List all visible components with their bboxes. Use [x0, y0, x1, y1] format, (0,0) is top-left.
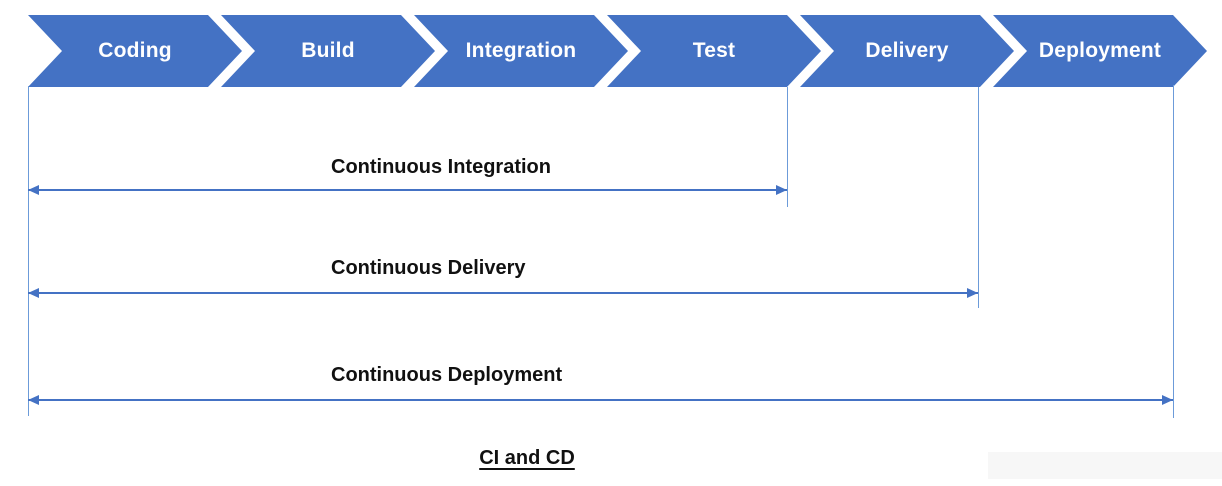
span-arrow-continuous-deployment	[28, 395, 1173, 405]
stage-chevron-integration: Integration	[414, 15, 628, 87]
span-label-continuous-deployment: Continuous Deployment	[331, 364, 563, 386]
stage-label: Integration	[465, 39, 577, 62]
span-arrow-continuous-integration	[28, 185, 787, 195]
arrowhead-left-icon	[28, 395, 39, 405]
diagram-title: CI and CD	[479, 447, 575, 469]
span-label-continuous-delivery: Continuous Delivery	[331, 257, 526, 279]
stage-chevron-coding: Coding	[28, 15, 242, 87]
span-arrow-continuous-delivery	[28, 288, 978, 298]
stage-label: Delivery	[865, 39, 949, 62]
stage-label: Deployment	[1038, 39, 1162, 62]
stage-label: Test	[692, 39, 736, 62]
stage-chevron-build: Build	[221, 15, 435, 87]
stage-label: Build	[301, 39, 355, 62]
stage-label: Coding	[98, 39, 172, 62]
span-label-continuous-integration: Continuous Integration	[331, 156, 551, 178]
stage-chevron-test: Test	[607, 15, 821, 87]
guide-line-deployment-end	[1172, 85, 1174, 418]
guide-line-delivery-end	[977, 87, 979, 308]
arrowhead-right-icon	[967, 288, 978, 298]
arrowhead-right-icon	[776, 185, 787, 195]
arrowhead-left-icon	[28, 288, 39, 298]
arrowhead-left-icon	[28, 185, 39, 195]
stage-chevron-deployment: Deployment	[993, 15, 1207, 87]
guide-line-coding-start	[27, 86, 29, 416]
watermark	[988, 452, 1222, 479]
guide-line-test-end	[786, 87, 788, 207]
stage-chevron-delivery: Delivery	[800, 15, 1014, 87]
arrowhead-right-icon	[1162, 395, 1173, 405]
